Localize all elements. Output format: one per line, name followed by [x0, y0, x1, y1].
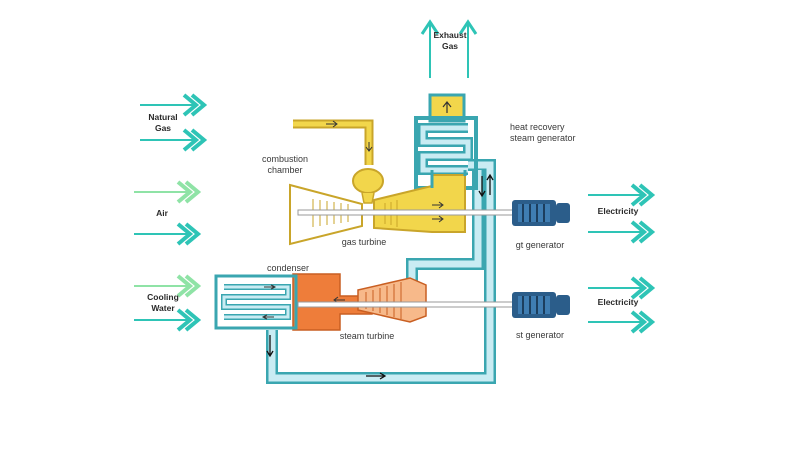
st-generator-label: st generator [515, 330, 565, 340]
condenser-label: condenser [266, 263, 310, 273]
combustion-chamber-label: combustion chamber [261, 154, 309, 175]
steam-turbine-label: steam turbine [339, 331, 395, 341]
gt-generator-icon [512, 200, 570, 226]
hrsg-flow-arrows [266, 173, 494, 380]
condenser [214, 274, 298, 330]
electricity-gt-label: Electricity [597, 206, 639, 216]
exhaust-gas-label: Exhaust Gas [433, 30, 467, 51]
heat-recovery-label: heat recovery steam generator [510, 122, 576, 143]
air-label: Air [156, 208, 168, 218]
steam-turbine [292, 273, 515, 331]
electricity-st-label: Electricity [597, 297, 639, 307]
natural-gas-label: Natural Gas [148, 112, 178, 133]
st-generator-icon [512, 292, 570, 318]
gas-turbine [289, 119, 515, 246]
gt-generator-label: gt generator [515, 240, 565, 250]
cooling-water-label: Cooling Water [147, 292, 179, 313]
gas-turbine-label: gas turbine [341, 237, 387, 247]
steam-water-loop [266, 123, 496, 384]
